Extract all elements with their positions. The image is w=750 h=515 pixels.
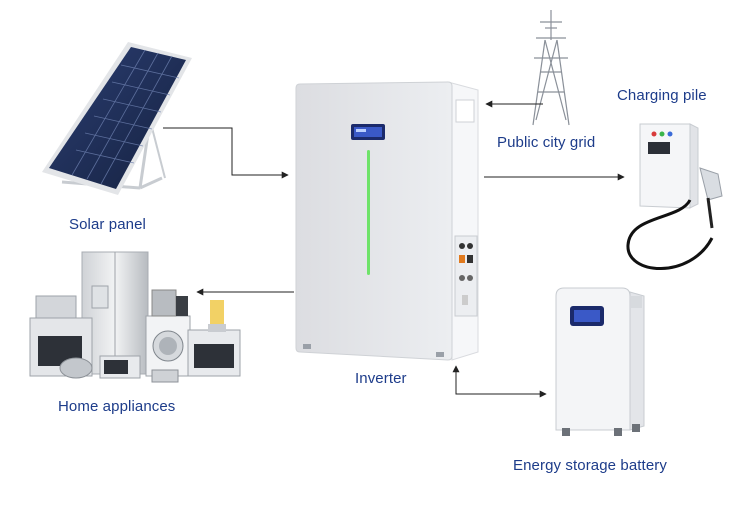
inverter-label: Inverter xyxy=(355,370,407,387)
solar-panel-label: Solar panel xyxy=(69,216,146,233)
energy-storage-battery-illustration xyxy=(555,287,645,436)
solar-panel-illustration xyxy=(42,42,192,195)
charging-pile-label: Charging pile xyxy=(617,87,707,104)
transmission-tower-illustration xyxy=(532,10,570,126)
arrow-solar-to-inverter xyxy=(163,127,289,179)
energy-storage-battery-label: Energy storage battery xyxy=(513,457,667,474)
inverter-illustration xyxy=(295,81,479,361)
connection-arrows xyxy=(163,100,625,398)
public-city-grid-label: Public city grid xyxy=(497,134,596,151)
home-appliances-label: Home appliances xyxy=(58,398,176,415)
charging-pile-illustration xyxy=(626,123,723,270)
arrow-inverter-battery xyxy=(452,365,547,398)
home-appliances-illustration xyxy=(29,251,241,383)
